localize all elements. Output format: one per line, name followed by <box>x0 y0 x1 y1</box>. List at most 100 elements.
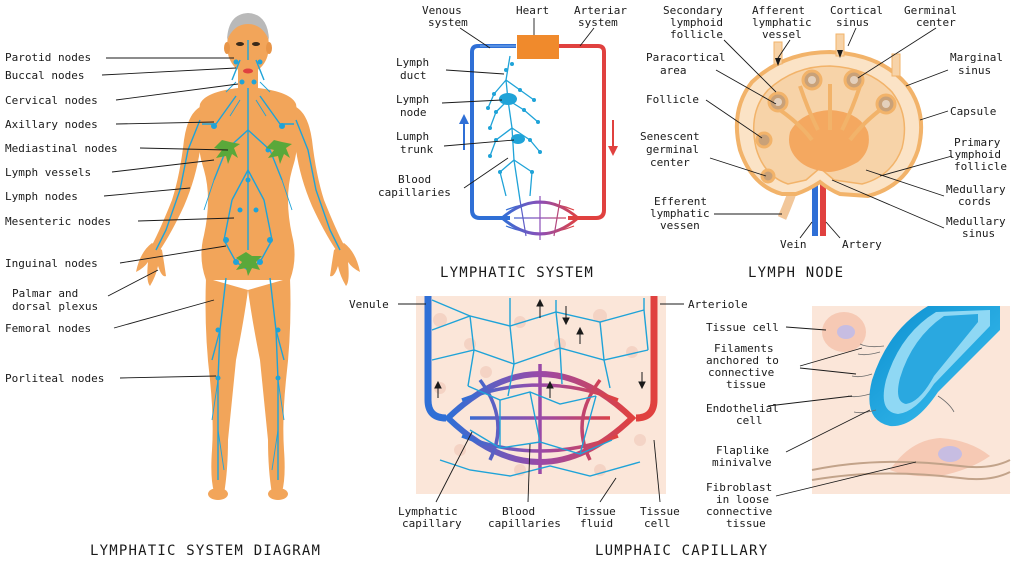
label-lymcap-1: Lymphatic <box>398 505 458 518</box>
label-senescent-3: center <box>650 156 690 169</box>
label-parotid-nodes: Parotid nodes <box>5 51 91 64</box>
label-lymph-duct-2: duct <box>400 69 427 82</box>
label-paracortical-2: area <box>660 64 687 77</box>
label-efferent-1: Efferent <box>654 195 707 208</box>
label-venule: Venule <box>349 298 389 311</box>
label-afferent-3: vessel <box>762 28 802 41</box>
capillary-leader-lines <box>398 303 684 503</box>
label-endo-1: Endothelial <box>706 402 779 415</box>
lymphatic-vessel-tip-icon <box>811 306 1011 494</box>
label-arterial-2: system <box>578 16 618 29</box>
label-vein: Vein <box>780 238 807 251</box>
heart-block-icon <box>517 35 559 59</box>
label-venous-2: system <box>428 16 468 29</box>
label-follicle: Follicle <box>646 93 699 106</box>
capillary-labels: Venule Arteriole Lymphatic capillary Blo… <box>349 298 748 530</box>
label-secondary-3: follicle <box>670 28 723 41</box>
label-cortical-1: Cortical <box>830 4 883 17</box>
label-medcords-2: cords <box>958 195 991 208</box>
label-axillary-nodes: Axillary nodes <box>5 118 98 131</box>
label-lumph-trunk-1: Lumph <box>396 130 429 143</box>
label-fluid-2: fluid <box>580 517 613 530</box>
label-medsinus-2: sinus <box>962 227 995 240</box>
label-lumph-trunk-2: trunk <box>400 143 433 156</box>
label-lymph-vessels: Lymph vessels <box>5 166 91 179</box>
label-secondary-2: lymphoid <box>670 16 723 29</box>
lymph-node-title: LYMPH NODE <box>748 265 844 281</box>
human-figure-icon <box>136 13 360 500</box>
label-tcell-2: cell <box>644 517 671 530</box>
label-lymph-node-2: node <box>400 106 427 119</box>
label-blood-cap-1: Blood <box>398 173 431 186</box>
label-medcords-1: Medullary <box>946 183 1006 196</box>
label-primary-1: Primary <box>954 136 1001 149</box>
label-heart: Heart <box>516 4 549 17</box>
label-fluid-1: Tissue <box>576 505 616 518</box>
label-senescent-1: Senescent <box>640 130 700 143</box>
label-primary-2: lymphoid <box>948 148 1001 161</box>
label-efferent-2: lymphatic <box>650 207 710 220</box>
label-arteriole: Arteriole <box>688 298 748 311</box>
lymph-node-cross-section-icon <box>734 33 924 236</box>
label-flap-1: Flaplike <box>716 444 769 457</box>
label-capsule: Capsule <box>950 105 996 118</box>
body-leader-lines <box>101 57 239 379</box>
label-marginal-1: Marginal <box>950 51 1003 64</box>
label-bloodcap-1: Blood <box>502 505 535 518</box>
label-medsinus-1: Medullary <box>946 215 1006 228</box>
label-inguinal-nodes: Inguinal nodes <box>5 257 98 270</box>
vessel-tip-leader-lines <box>767 326 917 497</box>
label-lymph-nodes: Lymph nodes <box>5 190 78 203</box>
label-senescent-2: germinal <box>646 143 699 156</box>
label-venous-1: Venous <box>422 4 462 17</box>
label-cervical-nodes: Cervical nodes <box>5 94 98 107</box>
label-efferent-3: vessen <box>660 219 700 232</box>
label-fibro-2: in loose <box>716 493 769 506</box>
label-germinal-1: Germinal <box>904 4 957 17</box>
label-lymph-node-1: Lymph <box>396 93 429 106</box>
label-bloodcap-2: capillaries <box>488 517 561 530</box>
label-marginal-2: sinus <box>958 64 991 77</box>
capillary-bed-icon <box>416 296 666 494</box>
body-diagram-title: LYMPHATIC SYSTEM DIAGRAM <box>90 543 321 559</box>
lymphatic-system-title: LYMPHATIC SYSTEM <box>440 265 594 281</box>
label-primary-3: follicle <box>954 160 1007 173</box>
label-mediastinal-nodes: Mediastinal nodes <box>5 142 118 155</box>
label-afferent-1: Afferent <box>752 4 805 17</box>
label-germinal-2: center <box>916 16 956 29</box>
label-lymph-duct-1: Lymph <box>396 56 429 69</box>
label-artery: Artery <box>842 238 882 251</box>
body-labels: Parotid nodes Buccal nodes Cervical node… <box>5 51 118 385</box>
label-palmar-line1: Palmar and <box>12 287 78 300</box>
label-femoral-nodes: Femoral nodes <box>5 322 91 335</box>
label-filaments-1: Filaments <box>714 342 774 355</box>
label-buccal-nodes: Buccal nodes <box>5 69 84 82</box>
label-fibro-1: Fibroblast <box>706 481 772 494</box>
label-endo-2: cell <box>736 414 763 427</box>
vessel-tip-labels: Tissue cell Filaments anchored to connec… <box>706 321 779 530</box>
lymphatic-loop-icon <box>459 35 618 240</box>
label-flap-2: minivalve <box>712 456 772 469</box>
label-secondary-1: Secondary <box>663 4 723 17</box>
lymphatic-leader-lines <box>441 18 595 189</box>
label-tissue-cell: Tissue cell <box>706 321 779 334</box>
label-palmar-line2: dorsal plexus <box>12 300 98 313</box>
label-arterial-1: Arteriar <box>574 4 627 17</box>
label-blood-cap-2: capillaries <box>378 186 451 199</box>
label-filaments-3: connective <box>708 366 774 379</box>
label-tcell-1: Tissue <box>640 505 680 518</box>
label-lymcap-2: capillary <box>402 517 462 530</box>
label-porliteal-nodes: Porliteal nodes <box>5 372 104 385</box>
label-afferent-2: lymphatic <box>752 16 812 29</box>
label-fibro-4: tissue <box>726 517 766 530</box>
lymph-node-leader-lines <box>705 27 953 239</box>
lymphatic-system-labels: Venous system Heart Arteriar system Lymp… <box>378 4 627 199</box>
capillary-title: LUMPHAIC CAPILLARY <box>595 543 768 559</box>
label-filaments-2: anchored to <box>706 354 779 367</box>
label-fibro-3: connective <box>706 505 772 518</box>
label-cortical-2: sinus <box>836 16 869 29</box>
label-mesenteric-nodes: Mesenteric nodes <box>5 215 111 228</box>
lymph-node-labels: Secondary lymphoid follicle Afferent lym… <box>640 4 1007 251</box>
label-filaments-4: tissue <box>726 378 766 391</box>
